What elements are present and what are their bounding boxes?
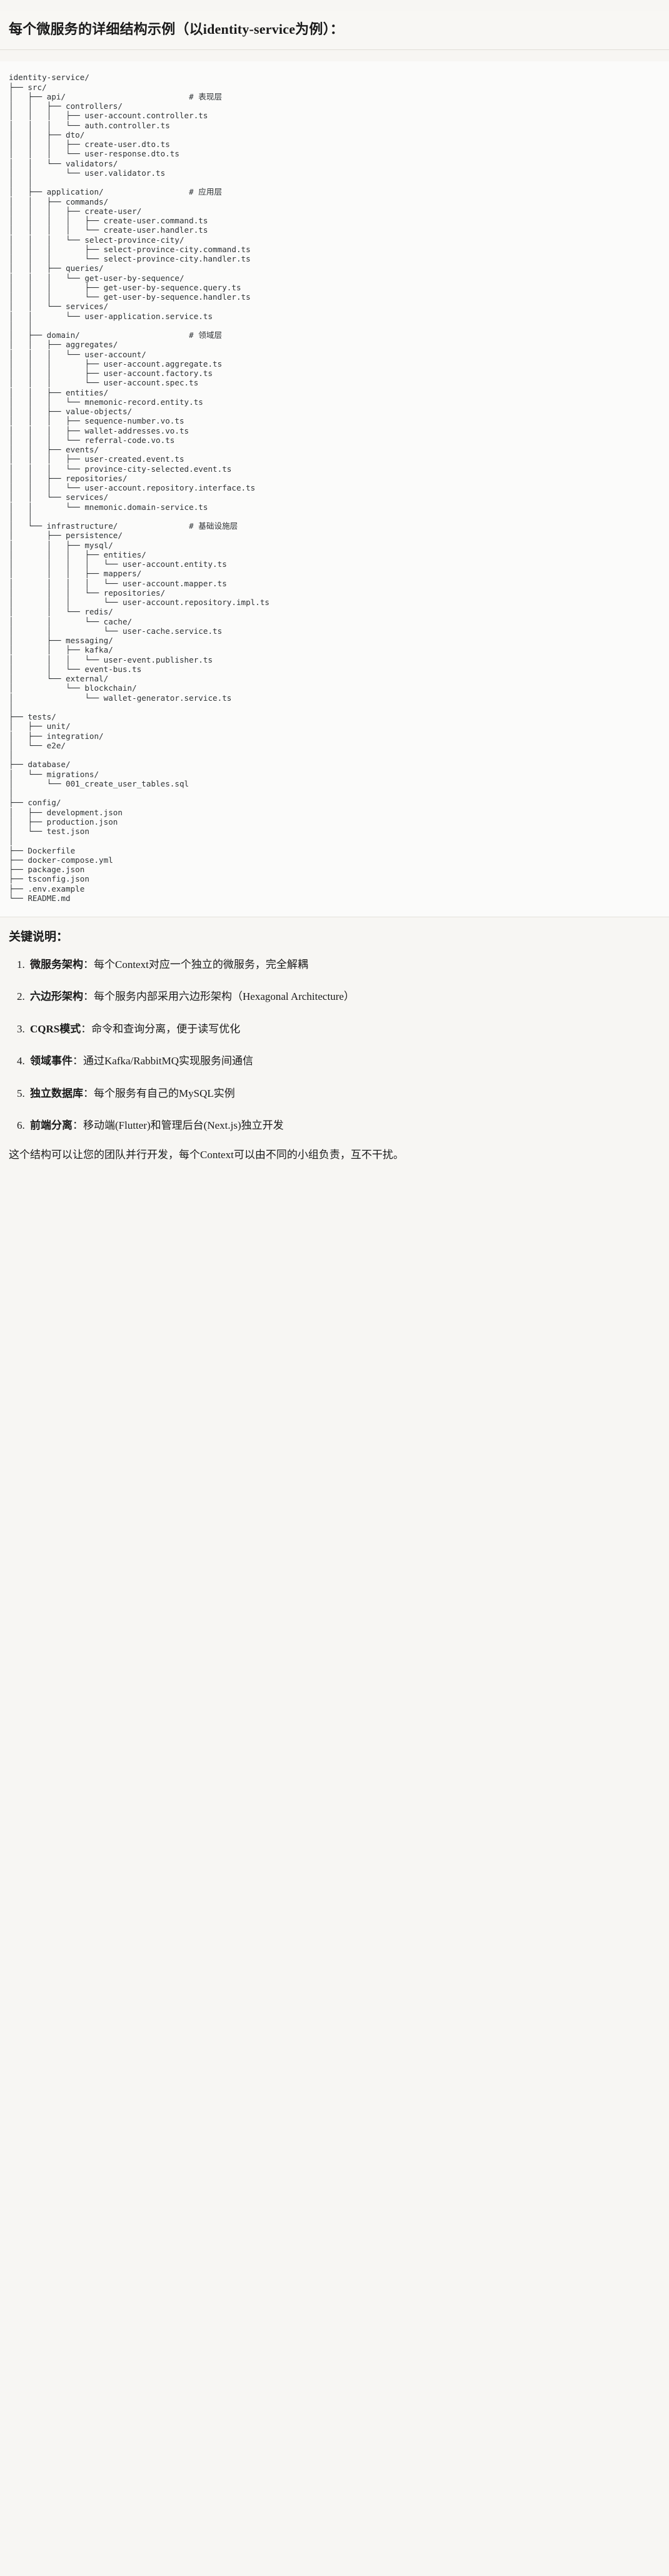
note-description: 每个服务内部采用六边形架构（Hexagonal Architecture）	[94, 990, 355, 1003]
document-page: 每个微服务的详细结构示例（以identity-service为例）： ident…	[0, 11, 669, 1178]
list-item: 六边形架构：每个服务内部采用六边形架构（Hexagonal Architectu…	[28, 989, 660, 1005]
list-item: 前端分离：移动端(Flutter)和管理后台(Next.js)独立开发	[28, 1117, 660, 1134]
list-item: 领域事件：通过Kafka/RabbitMQ实现服务间通信	[28, 1053, 660, 1069]
list-item: 微服务架构：每个Context对应一个独立的微服务，完全解耦	[28, 957, 660, 973]
page-title: 每个微服务的详细结构示例（以identity-service为例）：	[0, 11, 669, 51]
note-separator: ：	[73, 1055, 83, 1067]
note-description: 命令和查询分离，便于读写优化	[91, 1022, 241, 1035]
note-description: 每个服务有自己的MySQL实例	[94, 1087, 235, 1099]
list-item: 独立数据库：每个服务有自己的MySQL实例	[28, 1086, 660, 1102]
note-separator: ：	[81, 1022, 92, 1035]
key-notes-list: 微服务架构：每个Context对应一个独立的微服务，完全解耦 六边形架构：每个服…	[9, 957, 660, 1134]
note-separator: ：	[83, 990, 94, 1003]
note-description: 移动端(Flutter)和管理后台(Next.js)独立开发	[83, 1119, 284, 1132]
note-separator: ：	[73, 1119, 83, 1132]
note-term: 独立数据库	[30, 1087, 83, 1099]
key-notes-section: 关键说明： 微服务架构：每个Context对应一个独立的微服务，完全解耦 六边形…	[0, 917, 669, 1178]
note-separator: ：	[83, 1087, 94, 1099]
code-block: identity-service/ ├── src/ │ ├── api/ # …	[0, 61, 669, 918]
note-term: 微服务架构	[30, 958, 83, 970]
key-notes-title: 关键说明：	[9, 930, 69, 944]
list-item: CQRS模式：命令和查询分离，便于读写优化	[28, 1021, 660, 1037]
closing-paragraph: 这个结构可以让您的团队并行开发，每个Context可以由不同的小组负责，互不干扰…	[9, 1148, 404, 1161]
note-description: 每个Context对应一个独立的微服务，完全解耦	[94, 958, 308, 970]
note-term: 前端分离	[30, 1119, 73, 1132]
directory-tree: identity-service/ ├── src/ │ ├── api/ # …	[9, 73, 270, 903]
note-term: 六边形架构	[30, 990, 83, 1003]
note-description: 通过Kafka/RabbitMQ实现服务间通信	[83, 1055, 253, 1067]
note-separator: ：	[83, 958, 94, 970]
note-term: 领域事件	[30, 1055, 73, 1067]
note-term: CQRS模式	[30, 1022, 81, 1035]
